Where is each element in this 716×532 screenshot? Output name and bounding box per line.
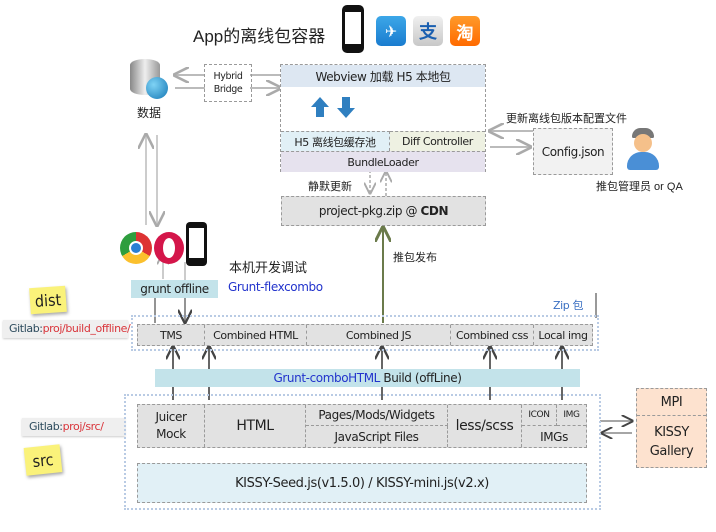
dist-path-prefix: Gitlab:	[9, 322, 43, 335]
phone-icon	[186, 222, 207, 266]
external-libs: MPI KISSY Gallery	[636, 388, 707, 468]
zip-package-label: Zip 包	[553, 299, 584, 312]
dist-item-tms: TMS	[138, 325, 205, 345]
chrome-icon	[120, 232, 152, 264]
dist-note-label: dist	[34, 289, 62, 311]
build-label: Build (offLine)	[379, 371, 462, 385]
src-icon: ICON	[522, 405, 557, 426]
kissy-seed-box: KISSY-Seed.js(v1.5.0) / KISSY-mini.js(v2…	[137, 463, 587, 503]
dist-path-tag: Gitlab:proj/build_offline/	[3, 320, 131, 338]
paper-plane-app-icon: ✈	[376, 16, 406, 46]
src-img: IMG	[557, 405, 586, 426]
grunt-offline-label: grunt offline	[140, 282, 209, 296]
dist-path[interactable]: proj/build_offline/	[42, 322, 131, 335]
grunt-combohtml-link[interactable]: Grunt-comboHTML	[273, 371, 381, 385]
src-juicer-mock: Juicer Mock	[138, 405, 205, 447]
src-row: Juicer Mock HTML Pages/Mods/Widgets Java…	[137, 404, 587, 448]
src-html: HTML	[205, 405, 306, 447]
alipay-app-icon: 支	[413, 16, 443, 46]
dist-item-combined-html: Combined HTML	[205, 325, 307, 345]
diagram-title: App的离线包容器	[193, 27, 326, 46]
src-path-tag: Gitlab:proj/src/	[22, 418, 125, 436]
local-debug-label: 本机开发调试	[229, 261, 308, 276]
webview-panel: Webview 加载 H5 本地包	[281, 65, 485, 87]
dist-item-combined-js: Combined JS	[307, 325, 451, 345]
silent-update-label: 静默更新	[308, 180, 352, 193]
dist-note: dist	[29, 285, 67, 315]
publish-label: 推包发布	[393, 251, 437, 264]
data-label: 数据	[137, 106, 162, 120]
taobao-app-icon: 淘	[450, 16, 480, 46]
phone-icon	[342, 5, 364, 53]
h5-cache-pool: H5 离线包缓存池	[281, 131, 390, 151]
download-arrow-icon	[337, 108, 355, 118]
user-avatar-icon	[625, 126, 661, 171]
src-note: src	[23, 444, 63, 476]
config-update-label: 更新离线包版本配置文件	[506, 112, 627, 125]
kissy-seed-label: KISSY-Seed.js(v1.5.0) / KISSY-mini.js(v2…	[235, 475, 489, 491]
mpi-label: MPI	[637, 389, 706, 416]
cdn-package: project-pkg.zip @ CDN	[281, 196, 486, 226]
hybrid-bridge-box: Hybrid Bridge	[204, 64, 252, 102]
src-javascript: JavaScript Files	[306, 426, 448, 447]
grunt-offline-bar: grunt offline	[131, 280, 218, 298]
upload-arrow-icon	[311, 97, 329, 107]
src-less-scss: less/scss	[448, 405, 522, 447]
src-path-prefix: Gitlab:	[29, 420, 63, 433]
cdn-package-name: project-pkg.zip @	[318, 204, 421, 218]
user-label: 推包管理员 or QA	[596, 181, 683, 193]
src-path[interactable]: proj/src/	[62, 420, 104, 433]
src-pages: Pages/Mods/Widgets	[306, 405, 448, 426]
dist-item-combined-css: Combined css	[451, 325, 534, 345]
dist-item-local-img: Local img	[538, 328, 588, 342]
src-imgs: IMGs	[540, 429, 568, 444]
build-bar: Grunt-comboHTML Build (offLine)	[155, 369, 580, 387]
cdn-label: CDN	[420, 204, 449, 218]
hybrid-bridge-label: Hybrid Bridge	[213, 71, 243, 95]
opera-icon	[154, 232, 184, 264]
dist-row: TMS Combined HTML Combined JS Combined c…	[137, 324, 593, 346]
config-json-box: Config.json	[533, 128, 613, 175]
config-json-label: Config.json	[541, 144, 605, 159]
src-note-label: src	[31, 449, 55, 471]
kissy-gallery-label: KISSY Gallery	[649, 424, 694, 459]
bundle-loader: BundleLoader	[281, 151, 485, 172]
offline-container: Webview 加载 H5 本地包 H5 离线包缓存池 Diff Control…	[280, 64, 486, 172]
database-globe-icon	[128, 57, 170, 101]
dist-group	[131, 315, 599, 351]
src-group	[124, 394, 601, 510]
diff-controller: Diff Controller	[390, 131, 485, 151]
grunt-flexcombo-link[interactable]: Grunt-flexcombo	[228, 280, 323, 294]
